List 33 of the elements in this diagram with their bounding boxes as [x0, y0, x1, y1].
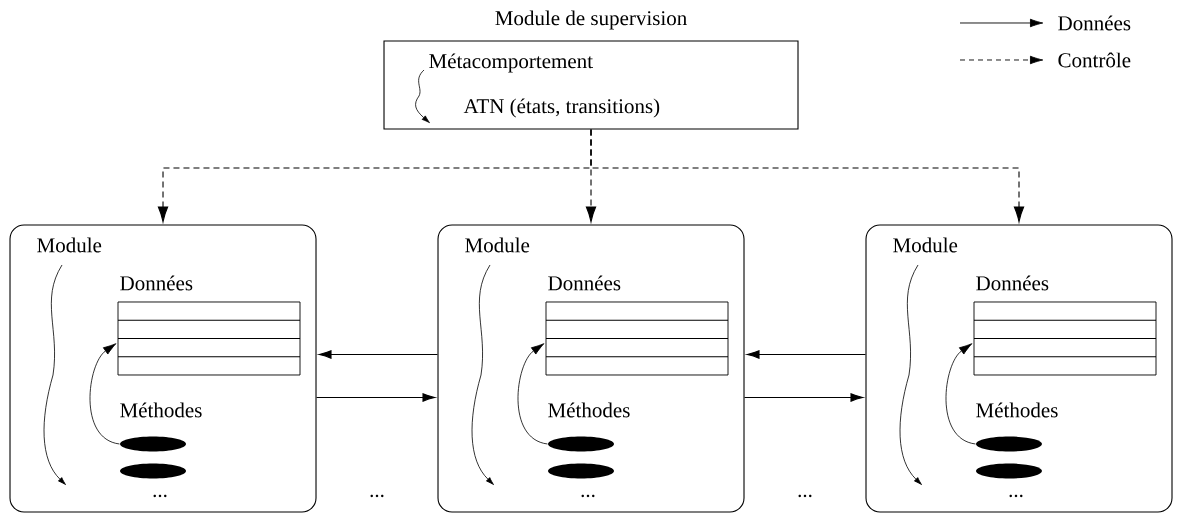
curved-arrow: [517, 343, 548, 445]
table-heading: Données: [548, 275, 621, 291]
module-title: Module: [37, 237, 102, 253]
box-heading: Module de supervision: [495, 10, 687, 30]
arrow: [316, 393, 436, 402]
curved-arrow: [89, 343, 120, 445]
ellipsis: ...: [370, 494, 384, 498]
ellipsis: ...: [1009, 494, 1023, 498]
ellipsis: ...: [581, 494, 595, 498]
method-ellipse: [976, 436, 1042, 452]
arrow: [744, 393, 864, 402]
box-text: Métacomportement: [429, 53, 593, 73]
ellipsis: ...: [798, 494, 812, 498]
ellipsis: ...: [153, 494, 167, 498]
method-ellipse: [976, 463, 1042, 479]
legend-text: Contrôle: [1058, 52, 1131, 68]
method-ellipse: [120, 463, 186, 479]
box-text: ATN (états, transitions): [463, 98, 660, 118]
section-heading: Méthodes: [976, 402, 1058, 418]
module-title: Module: [465, 237, 530, 253]
method-ellipse: [548, 436, 614, 452]
arrow: [318, 350, 438, 359]
section-heading: Méthodes: [120, 402, 202, 418]
curved-arrow: [945, 343, 976, 445]
legend-text: Données: [1058, 15, 1131, 31]
table-heading: Données: [120, 275, 193, 291]
table-heading: Données: [976, 275, 1049, 291]
method-ellipse: [548, 463, 614, 479]
arrow: [746, 350, 866, 359]
method-ellipse: [120, 436, 186, 452]
module-title: Module: [893, 237, 958, 253]
section-heading: Méthodes: [548, 402, 630, 418]
dashed-arrow: [590, 129, 1025, 223]
